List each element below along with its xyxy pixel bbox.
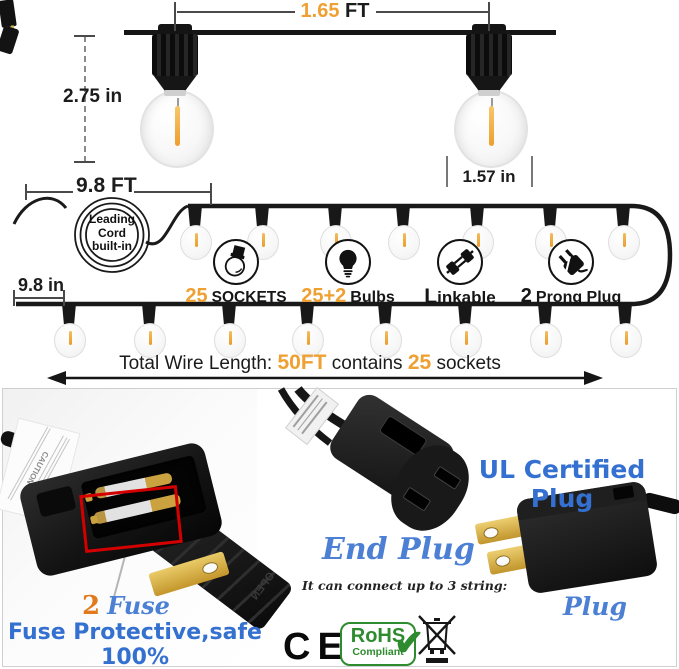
bulb-large — [140, 90, 214, 168]
dim-tick — [446, 156, 448, 187]
bulb-icon — [339, 249, 357, 278]
end-plug-note: It can connect up to 3 string: — [302, 578, 508, 593]
dim-line — [27, 191, 73, 193]
fuse-highlight-box — [79, 485, 183, 553]
dim-tick — [74, 35, 95, 37]
dim-tick — [210, 183, 212, 205]
dim-line — [376, 11, 488, 13]
feature-circle-bulbs — [325, 239, 371, 285]
rohs-checkmark: ✔ — [394, 622, 425, 663]
bulb-large — [454, 90, 528, 168]
ce-mark: CE — [283, 626, 350, 668]
dim-tick — [74, 161, 95, 163]
socket-icon — [224, 245, 246, 277]
female-connector — [0, 25, 20, 55]
arrow-right-head — [584, 371, 603, 385]
dim-line — [134, 191, 211, 193]
linkable-icon — [446, 249, 474, 275]
rohs-badge: RoHS Compliant — [340, 622, 416, 666]
dim-tick — [174, 2, 176, 31]
fuse-protective-caption: Fuse Protective,safe 100% — [8, 620, 262, 669]
filament — [488, 106, 494, 146]
dim-line — [177, 11, 295, 13]
feature-circle-linkable — [437, 239, 483, 285]
dim-tick — [25, 184, 27, 200]
dim-line-dashed — [84, 36, 86, 162]
leading-cord-note: Leading Cord built-in — [88, 212, 135, 253]
dim-tick — [13, 290, 15, 306]
dim-line — [14, 297, 64, 299]
total-wire-length: Total Wire Length: 50FT contains 25 sock… — [119, 351, 501, 374]
lead-length-dimension: 9.8 FT — [76, 174, 137, 197]
prong-plug-icon — [558, 249, 588, 275]
ul-certified-title: UL Certified Plug — [478, 455, 646, 513]
dim-tick — [488, 2, 490, 31]
end-plug-title: End Plug — [322, 532, 475, 567]
spacing-unit: FT — [345, 0, 370, 22]
bulb-diameter-dimension: 1.57 in — [462, 167, 516, 186]
spacing-value: 1.65 — [300, 0, 340, 22]
weee-bin-icon — [418, 615, 456, 663]
open-label: OPEN — [248, 569, 278, 603]
feature-circle-sockets — [213, 239, 259, 285]
male-plug — [0, 0, 17, 38]
feature-circle-plug — [548, 239, 594, 285]
leading-cord — [12, 196, 68, 225]
dim-tick — [531, 156, 533, 187]
filament — [174, 106, 180, 146]
top-wire — [124, 30, 556, 35]
drop-height-dimension: 2.75 in — [63, 86, 123, 107]
socket-spacing-dimension: 9.8 in — [18, 275, 65, 295]
bulb-spacing-dimension: 1.65 FT — [240, 0, 430, 23]
plug-label: Plug — [563, 592, 627, 621]
